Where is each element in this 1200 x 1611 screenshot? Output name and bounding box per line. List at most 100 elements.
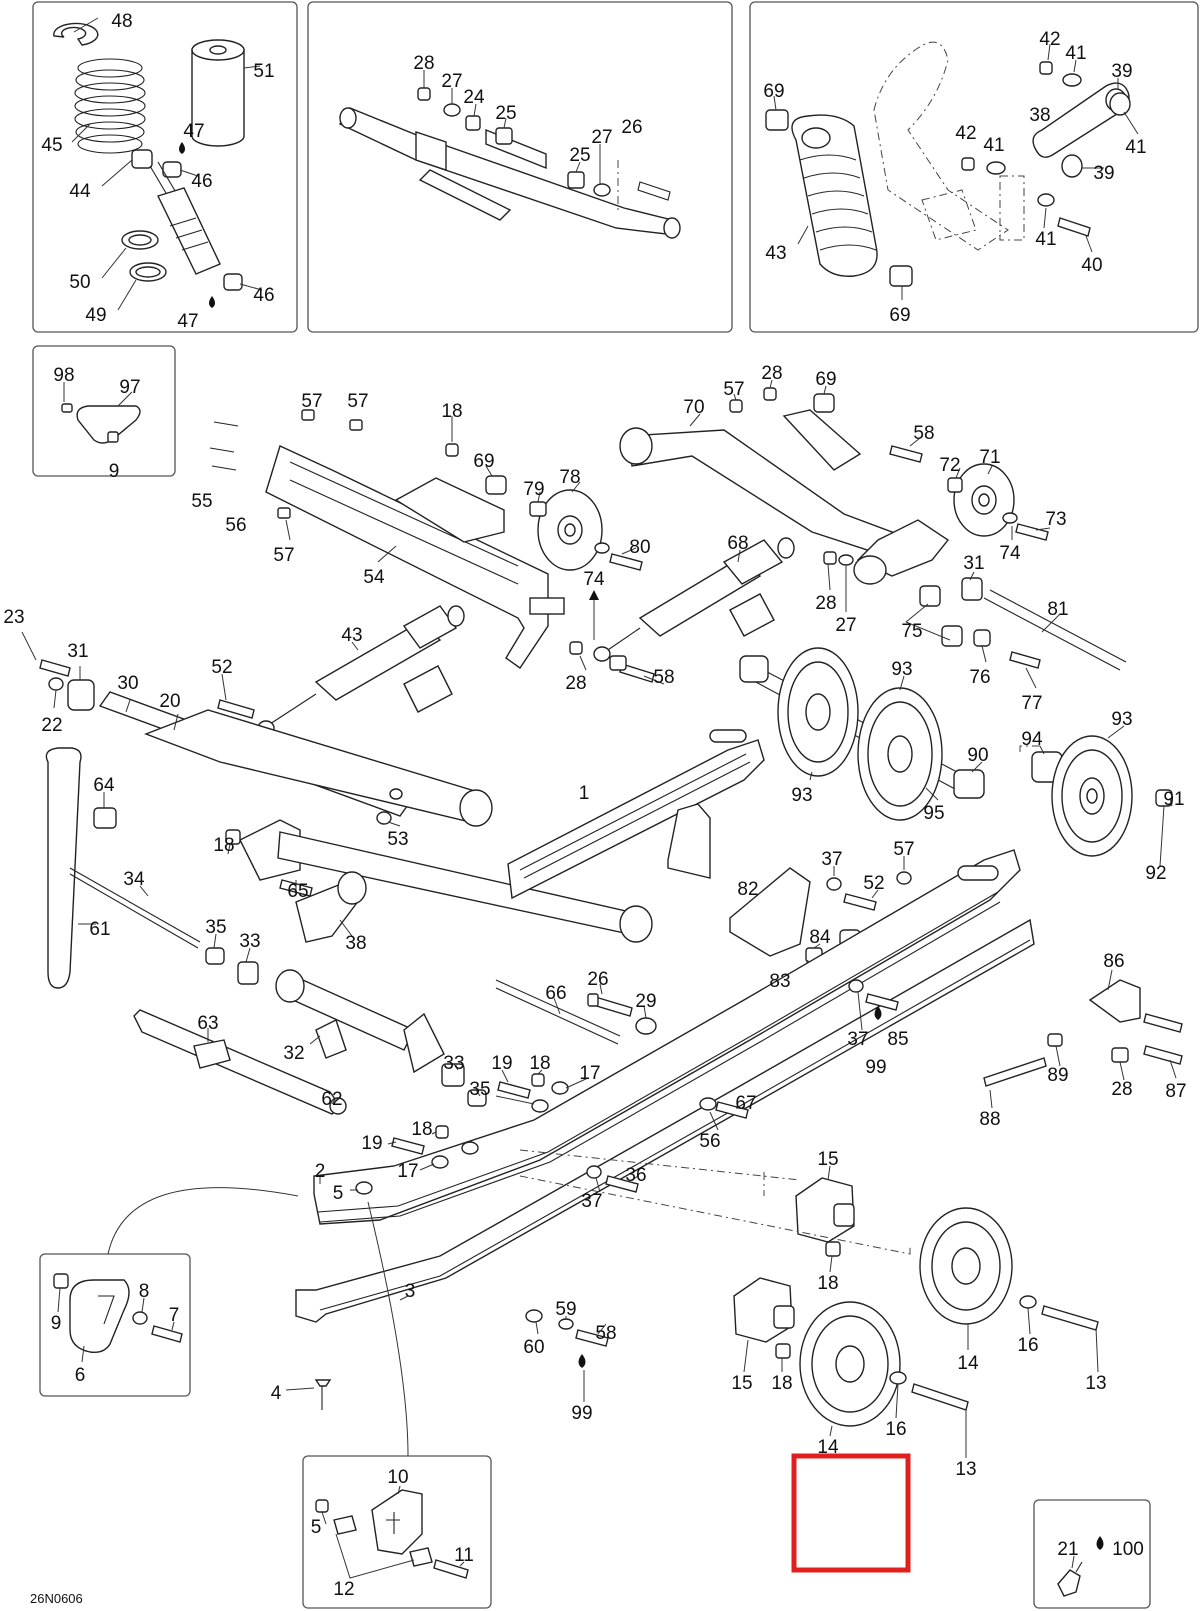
callout-65: 65	[287, 881, 308, 902]
callout-20: 20	[159, 691, 180, 712]
callout-31: 31	[963, 553, 984, 574]
callout-21: 21	[1057, 1539, 1078, 1560]
callout-37: 37	[821, 849, 842, 870]
callout-53: 53	[387, 829, 408, 850]
callout-13: 13	[1085, 1373, 1106, 1394]
callout-16: 16	[1017, 1335, 1038, 1356]
callout-38: 38	[345, 933, 366, 954]
callout-64: 64	[93, 775, 115, 796]
callout-60: 60	[523, 1337, 544, 1358]
callout-44: 44	[69, 181, 91, 202]
callout-92: 92	[1145, 863, 1166, 884]
callout-45: 45	[41, 135, 62, 156]
callout-28: 28	[761, 363, 782, 384]
callout-5: 5	[333, 1183, 344, 1204]
callout-27: 27	[835, 615, 856, 636]
callout-46: 46	[253, 285, 274, 306]
callout-73: 73	[1045, 509, 1066, 530]
callout-19: 19	[491, 1053, 512, 1074]
callout-43: 43	[341, 625, 362, 646]
callout-41: 41	[983, 135, 1004, 156]
callout-47: 47	[183, 121, 204, 142]
callout-26: 26	[621, 117, 642, 138]
callout-13: 13	[955, 1459, 976, 1480]
callout-17: 17	[579, 1063, 600, 1084]
stopper-assembly	[61, 382, 141, 444]
callout-86: 86	[1103, 951, 1124, 972]
callout-18: 18	[817, 1273, 838, 1294]
callout-38: 38	[1029, 105, 1050, 126]
callout-50: 50	[69, 272, 90, 293]
callout-49: 49	[85, 305, 106, 326]
callout-54: 54	[363, 567, 385, 588]
callout-8: 8	[139, 1281, 150, 1302]
callout-76: 76	[969, 667, 990, 688]
callout-18: 18	[529, 1053, 550, 1074]
callout-56: 56	[225, 515, 246, 536]
callout-63: 63	[197, 1013, 218, 1034]
callout-22: 22	[41, 715, 62, 736]
callout-26: 26	[587, 969, 608, 990]
callout-4: 4	[271, 1383, 282, 1404]
callout-57: 57	[893, 839, 914, 860]
callout-14: 14	[817, 1437, 839, 1458]
callout-80: 80	[629, 537, 650, 558]
callout-25: 25	[495, 103, 516, 124]
callout-68: 68	[727, 533, 748, 554]
callout-81: 81	[1047, 599, 1068, 620]
idler-wheels	[739, 647, 1173, 867]
callout-9: 9	[109, 461, 120, 482]
rear-shock-linkage-assembly	[765, 41, 1139, 300]
callout-30: 30	[117, 673, 138, 694]
callout-11: 11	[454, 1545, 474, 1566]
callout-31: 31	[67, 641, 88, 662]
callout-74: 74	[999, 543, 1021, 564]
callout-59: 59	[555, 1299, 576, 1320]
callout-25: 25	[569, 145, 590, 166]
callout-36: 36	[625, 1165, 646, 1186]
callout-57: 57	[273, 545, 294, 566]
callout-85: 85	[887, 1029, 908, 1050]
runner-tip-parts	[53, 1187, 299, 1363]
callout-18: 18	[441, 401, 462, 422]
callout-24: 24	[463, 87, 485, 108]
callout-6: 6	[75, 1365, 86, 1386]
runner-rail-and-slide	[133, 849, 1035, 1410]
callout-41: 41	[1065, 43, 1086, 64]
callout-15: 15	[817, 1149, 838, 1170]
callout-35: 35	[469, 1079, 490, 1100]
callout-5: 5	[311, 1517, 322, 1538]
callout-47: 47	[177, 311, 198, 332]
callout-56: 56	[699, 1131, 720, 1152]
callout-28: 28	[413, 53, 434, 74]
callout-27: 27	[441, 71, 462, 92]
rear-idler-wheels	[519, 1149, 1099, 1458]
callout-83: 83	[769, 971, 790, 992]
callout-84: 84	[809, 927, 831, 948]
front-arm-assembly	[338, 70, 681, 239]
callout-28: 28	[815, 593, 836, 614]
callout-37: 37	[581, 1191, 602, 1212]
callout-99: 99	[865, 1057, 886, 1078]
callout-33: 33	[239, 931, 260, 952]
center-shocks	[217, 537, 795, 736]
callout-33: 33	[443, 1053, 464, 1074]
callout-82: 82	[737, 879, 758, 900]
rail-hardware	[387, 969, 1183, 1193]
limiter-strap-and-rear-arm	[45, 747, 487, 1107]
callout-58: 58	[913, 423, 934, 444]
callout-93: 93	[1111, 709, 1132, 730]
front-arm-main	[209, 409, 643, 669]
hanger-bracket	[729, 856, 912, 971]
callout-32: 32	[283, 1043, 304, 1064]
callout-87: 87	[1165, 1081, 1186, 1102]
callout-16: 16	[885, 1419, 906, 1440]
callout-67: 67	[735, 1093, 756, 1114]
callout-48: 48	[111, 11, 132, 32]
callout-78: 78	[559, 467, 580, 488]
callout-39: 39	[1111, 61, 1132, 82]
callout-91: 91	[1163, 789, 1184, 810]
callout-43: 43	[765, 243, 786, 264]
callout-51: 51	[253, 61, 274, 82]
